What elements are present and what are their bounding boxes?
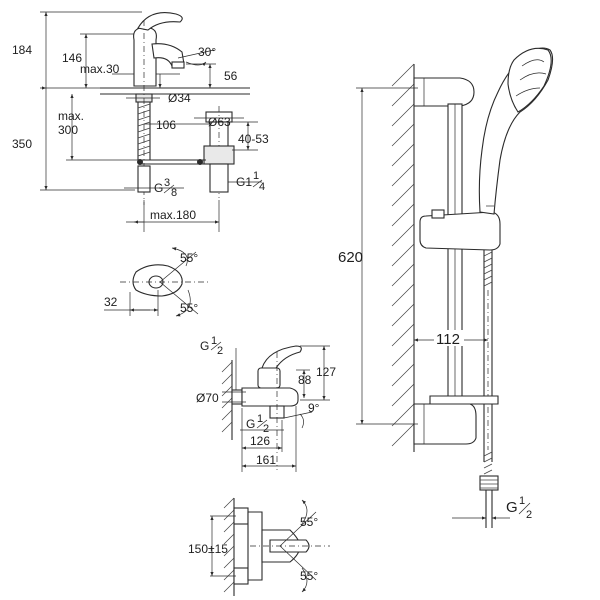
shower-g12-base: G (506, 499, 518, 516)
bath-g12-den: 2 (217, 345, 223, 357)
bath-g12b-base: G (246, 417, 255, 431)
bath-g12-num: 1 (211, 335, 217, 347)
dim-dia63-label: Ø63 (208, 115, 231, 129)
bath-g12b-num: 1 (257, 413, 263, 425)
shower-620-label: 620 (338, 249, 363, 266)
shower-hose (483, 250, 493, 475)
dim-56-label: 56 (224, 69, 238, 83)
bath-mixer-body (241, 387, 299, 407)
lever-top-view: 55° 55° 32 (104, 247, 210, 317)
bath-126-label: 126 (250, 434, 270, 448)
dim-g38-den: 8 (171, 187, 177, 199)
bath-lever (261, 345, 302, 369)
shower-g12-num: 1 (519, 495, 525, 507)
dim-max-line1: max. (58, 109, 84, 123)
rail-bottom-bracket (413, 403, 477, 445)
dim-g114-den: 4 (259, 181, 265, 193)
shower-head-face (507, 47, 552, 113)
rail-top-bracket (413, 77, 475, 107)
hose-connector (479, 475, 499, 491)
dim-30deg-label: 30° (198, 45, 216, 59)
dim-max180-label: max.180 (150, 208, 196, 222)
dim-184-label: 184 (12, 43, 32, 57)
shower-112-label: 112 (436, 331, 460, 348)
bath-mixer-drawing: G 1 2 127 88 Ø70 9° G 1 2 126 161 (196, 335, 336, 472)
dim-g38-base: G (154, 181, 163, 195)
dim-40-53-label: 40-53 (238, 132, 269, 146)
dim-g38-num: 3 (164, 177, 170, 189)
bath-127-label: 127 (316, 365, 336, 379)
basin-mixer-drawing: 184 350 146 max.30 30° 56 (12, 11, 269, 232)
wall-hatching (391, 63, 415, 447)
dim-350-label: 350 (12, 137, 32, 151)
dim-max30-label: max.30 (80, 62, 120, 76)
top-55b-label: 55° (300, 569, 318, 583)
bath-88-label: 88 (298, 373, 312, 387)
top-150-label: 150±15 (188, 542, 228, 556)
bath-9deg-label: 9° (308, 401, 320, 415)
lever-32-label: 32 (104, 295, 118, 309)
top-55a-label: 55° (300, 515, 318, 529)
bath-g12b-den: 2 (263, 423, 269, 435)
dim-g114-base: G1 (236, 175, 252, 189)
shower-g12-den: 2 (526, 509, 532, 521)
dim-dia34-label: Ø34 (168, 91, 191, 105)
bath-g12-base: G (200, 339, 209, 353)
bath-mixer-top-view: 55° 55° 150±15 (188, 497, 330, 596)
dim-146-label: 146 (62, 51, 82, 65)
shower-rail-set: G 1 2 620 112 (338, 47, 554, 528)
lever-55a-label: 55° (180, 251, 198, 265)
pop-up-waste (137, 106, 235, 198)
mixer-body (133, 27, 157, 87)
soap-dish (429, 395, 499, 405)
dim-g114-num: 1 (253, 170, 259, 182)
bath-dia70-label: Ø70 (196, 391, 219, 405)
top-view-inlet-lower (233, 567, 249, 585)
aerator (171, 61, 185, 69)
lever-55b-label: 55° (180, 301, 198, 315)
dim-106-label: 106 (156, 118, 176, 132)
dim-max-line2: 300 (58, 123, 78, 137)
mixer-lever (137, 12, 183, 31)
slider-holder (419, 211, 501, 251)
bath-161-label: 161 (256, 453, 276, 467)
top-view-inlet-upper (233, 507, 249, 525)
